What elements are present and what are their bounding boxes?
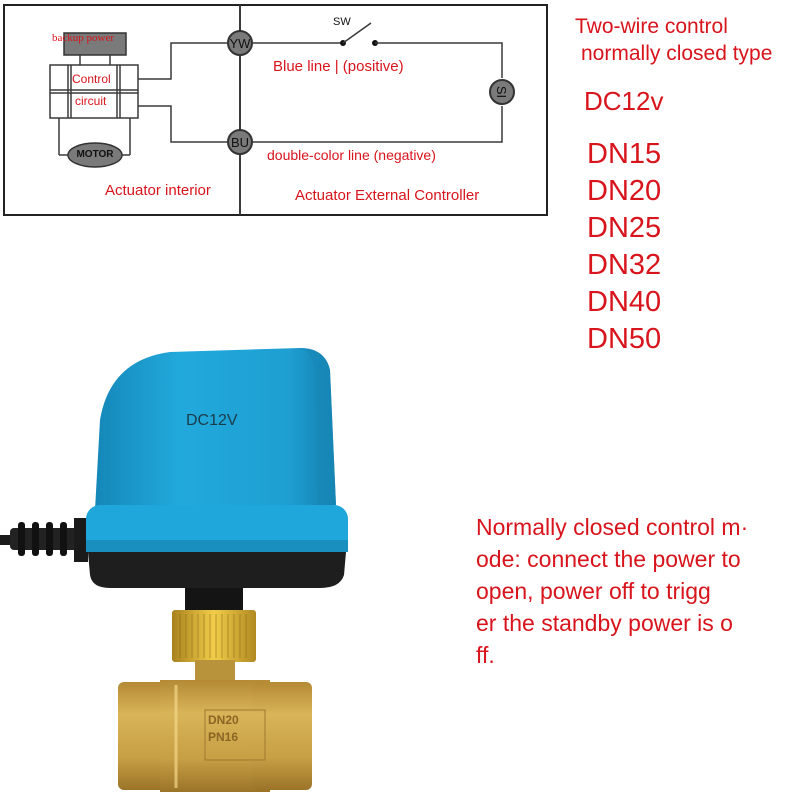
note-line: open, power off to trigg [476,578,711,604]
switch-label: SW [333,16,351,28]
spec-size-dn50: DN50 [587,323,662,355]
spec-size-dn20: DN20 [587,175,662,207]
spec-title-line1: Two-wire control [575,15,728,38]
spec-voltage: DC12v [584,86,664,116]
control-circuit-label-2: circuit [75,94,107,108]
cap-voltage-label: DC12V [186,412,238,429]
spec-size-dn25: DN25 [587,212,662,244]
spec-size-dn15: DN15 [587,138,662,170]
spec-size-dn40: DN40 [587,286,662,318]
note-line: Normally closed control m· [476,514,749,540]
blue-line-label: Blue line | (positive) [273,58,404,75]
spec-title-line2: normally closed type [581,42,773,65]
node-bu: BU [227,129,253,155]
motorized-valve-photo: DC12V DN20 PN16 [0,330,400,800]
node-yw: YW [227,30,253,56]
backup-power-label: backup power [52,32,115,44]
control-mode-note: Normally closed control m· ode: connect … [476,511,796,671]
double-color-line-label: double-color line (negative) [267,147,436,163]
body-marking-pn: PN16 [208,730,239,744]
wiring-diagram: backup power Control circuit MOTOR YW BU… [0,0,560,230]
spec-size-dn32: DN32 [587,249,662,281]
node-si: SI [489,79,515,105]
motor-label: MOTOR [76,149,114,160]
note-line: er the standby power is o [476,610,733,636]
control-circuit-label-1: Control [72,72,111,86]
wiring-diagram-lines [3,4,548,216]
note-line: ff. [476,642,495,668]
valve-illustration [0,348,348,792]
actuator-external-label: Actuator External Controller [295,187,480,204]
actuator-interior-label: Actuator interior [105,182,211,199]
body-marking-dn: DN20 [208,713,239,727]
note-line: ode: connect the power to [476,546,741,572]
